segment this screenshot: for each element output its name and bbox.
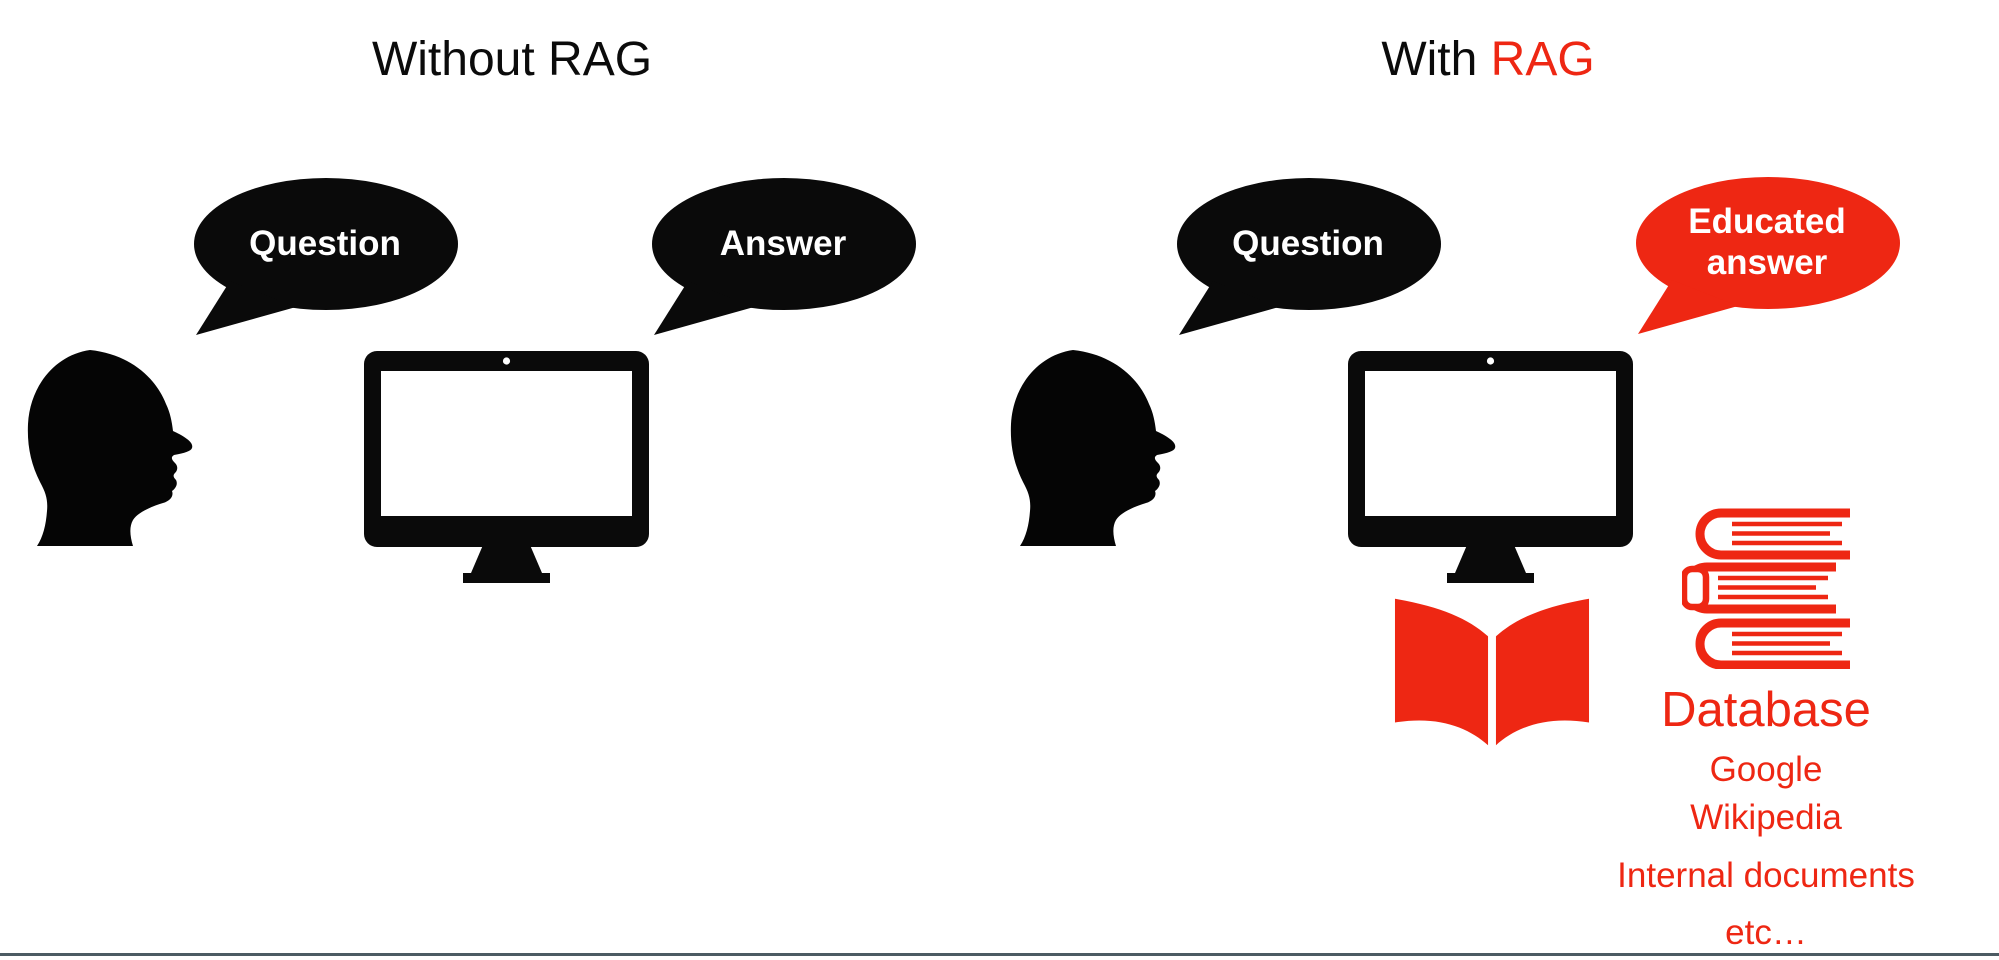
without-rag-title: Without RAG: [372, 32, 652, 87]
head-silhouette-icon: [27, 350, 193, 546]
head-silhouette-icon: [1010, 350, 1176, 546]
answer-bubble-left-label: Answer: [719, 223, 847, 263]
educated-answer-bubble: Educated answer: [1632, 176, 1902, 338]
answer-bubble-left: Answer: [648, 177, 918, 339]
monitor-icon: [364, 351, 649, 583]
source-item-etc: etc…: [1725, 913, 1807, 952]
without-rag-title-text: Without RAG: [371, 33, 653, 86]
question-bubble-right: Question: [1173, 177, 1443, 339]
knowledge-sources-list: Database Google Wikipedia Internal docum…: [1541, 682, 1991, 960]
with-rag-title: With RAG: [1381, 32, 1594, 87]
source-item-google: Google: [1709, 750, 1823, 789]
source-item-database: Database: [1661, 683, 1871, 737]
question-bubble-left: Question: [190, 177, 460, 339]
question-bubble-right-label: Question: [1232, 223, 1384, 263]
question-bubble-left-label: Question: [249, 223, 401, 263]
educated-answer-bubble-label: Educated answer: [1688, 202, 1846, 282]
source-item-internal-documents: Internal documents: [1617, 856, 1915, 895]
bottom-border-line: [0, 953, 1999, 956]
source-item-wikipedia: Wikipedia: [1690, 798, 1842, 837]
book-stack-icon: [1682, 505, 1854, 669]
with-rag-title-highlight: RAG: [1490, 33, 1595, 86]
with-rag-title-prefix: With: [1381, 33, 1478, 86]
monitor-icon: [1348, 351, 1633, 583]
